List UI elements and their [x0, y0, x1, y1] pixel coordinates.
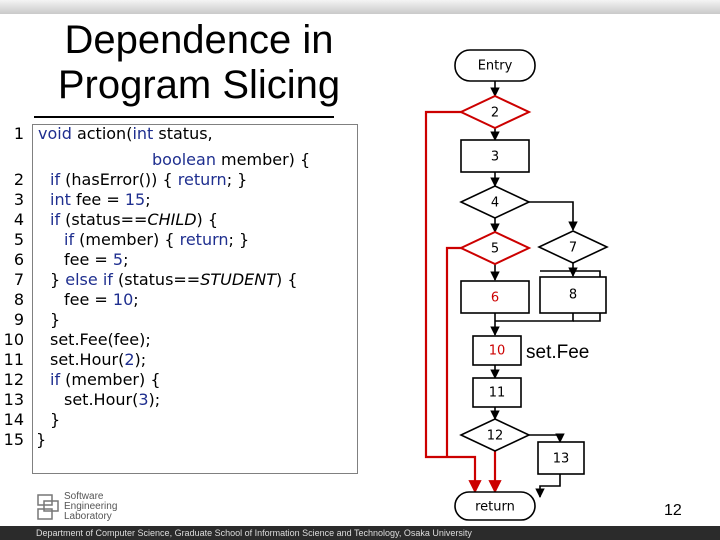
svg-text:11: 11 [489, 386, 506, 401]
svg-text:8: 8 [569, 288, 577, 303]
graph-node-5: 5 [458, 230, 532, 266]
svg-text:2: 2 [491, 106, 499, 121]
graph-node-6: 6 [460, 280, 530, 314]
title-line-1: Dependence in [64, 18, 334, 62]
code-box [32, 124, 358, 474]
code-line: int fee = 15; [50, 190, 151, 209]
code-line: fee = 10; [64, 290, 139, 309]
graph-node-7: 7 [537, 230, 609, 264]
edge-13-return [535, 474, 561, 498]
graph-node-11: 11 [472, 377, 522, 408]
code-line: boolean member) { [152, 150, 311, 169]
graph-node-10: 10 [472, 335, 522, 366]
graph-node-3: 3 [460, 139, 530, 173]
graph-node-2: 2 [458, 94, 532, 130]
edge-5-return [445, 246, 462, 457]
line-number: 8 [13, 290, 24, 309]
slide-title: Dependence in Program Slicing [34, 18, 364, 108]
lab-logo-icon [37, 494, 59, 520]
svg-text:12: 12 [487, 429, 504, 444]
code-line: } [50, 410, 61, 429]
line-number: 14 [3, 410, 24, 429]
flow-edges [490, 81, 601, 498]
line-number: 3 [13, 190, 24, 209]
line-number: 1 [13, 124, 24, 143]
code-line: if (status==CHILD) { [50, 210, 219, 229]
graph-node-12: 12 [459, 418, 531, 452]
code-line: } else if (status==STUDENT) { [50, 270, 298, 289]
page-number: 12 [664, 502, 682, 519]
code-line: set.Fee(fee); [50, 330, 151, 349]
line-number: 6 [13, 250, 24, 269]
line-number: 9 [13, 310, 24, 329]
edge-8-10 [495, 313, 574, 322]
footer-text: Department of Computer Science, Graduate… [36, 528, 472, 538]
graph-node-13: 13 [537, 441, 585, 475]
line-number: 10 [3, 330, 24, 349]
code-line: void action(int status, [38, 124, 213, 143]
logo-line-1: Software [64, 491, 104, 502]
svg-text:7: 7 [569, 241, 577, 256]
logo-line-3: Laboratory [64, 511, 112, 522]
svg-text:10: 10 [489, 344, 506, 359]
title-line-2: Program Slicing [57, 63, 341, 107]
svg-text:Entry: Entry [478, 59, 513, 74]
setfee-annotation: set.Fee [526, 342, 590, 363]
graph-node-entry: Entry [454, 49, 536, 82]
code-line: if (member) { [50, 370, 161, 389]
logo-line-2: Engineering [64, 501, 118, 512]
line-number: 13 [3, 390, 24, 409]
svg-text:return: return [475, 500, 515, 515]
svg-text:5: 5 [491, 242, 499, 257]
code-line: fee = 5; [64, 250, 129, 269]
code-line: set.Hour(2); [50, 350, 147, 369]
code-line: set.Hour(3); [64, 390, 161, 409]
line-number: 12 [3, 370, 24, 389]
slice-edges [424, 110, 502, 494]
edge-12-13 [529, 433, 565, 443]
line-number: 11 [3, 350, 24, 369]
title-underline [34, 116, 334, 118]
edge-2-return [424, 110, 482, 494]
svg-text:13: 13 [553, 452, 570, 467]
code-line: } [36, 430, 47, 449]
top-bar [0, 0, 720, 14]
line-number: 5 [13, 230, 24, 249]
lab-logo-text: Software Engineering Laboratory [64, 492, 117, 522]
line-number: 4 [13, 210, 24, 229]
line-number: 15 [3, 430, 24, 449]
edge-4-7 [529, 201, 578, 231]
line-number: 2 [13, 170, 24, 189]
code-line: } [50, 310, 61, 329]
svg-text:4: 4 [491, 196, 499, 211]
footer-bar [0, 526, 720, 540]
svg-text:3: 3 [491, 150, 499, 165]
graph-node-4: 4 [459, 185, 531, 219]
code-line: if (member) { return; } [64, 230, 250, 249]
code-line: if (hasError()) { return; } [50, 170, 248, 189]
graph-node-return: return [454, 491, 536, 521]
line-number: 7 [13, 270, 24, 289]
lab-logo: Software Engineering Laboratory [36, 492, 166, 524]
svg-text:6: 6 [491, 291, 499, 306]
graph-node-8: 8 [539, 276, 607, 314]
